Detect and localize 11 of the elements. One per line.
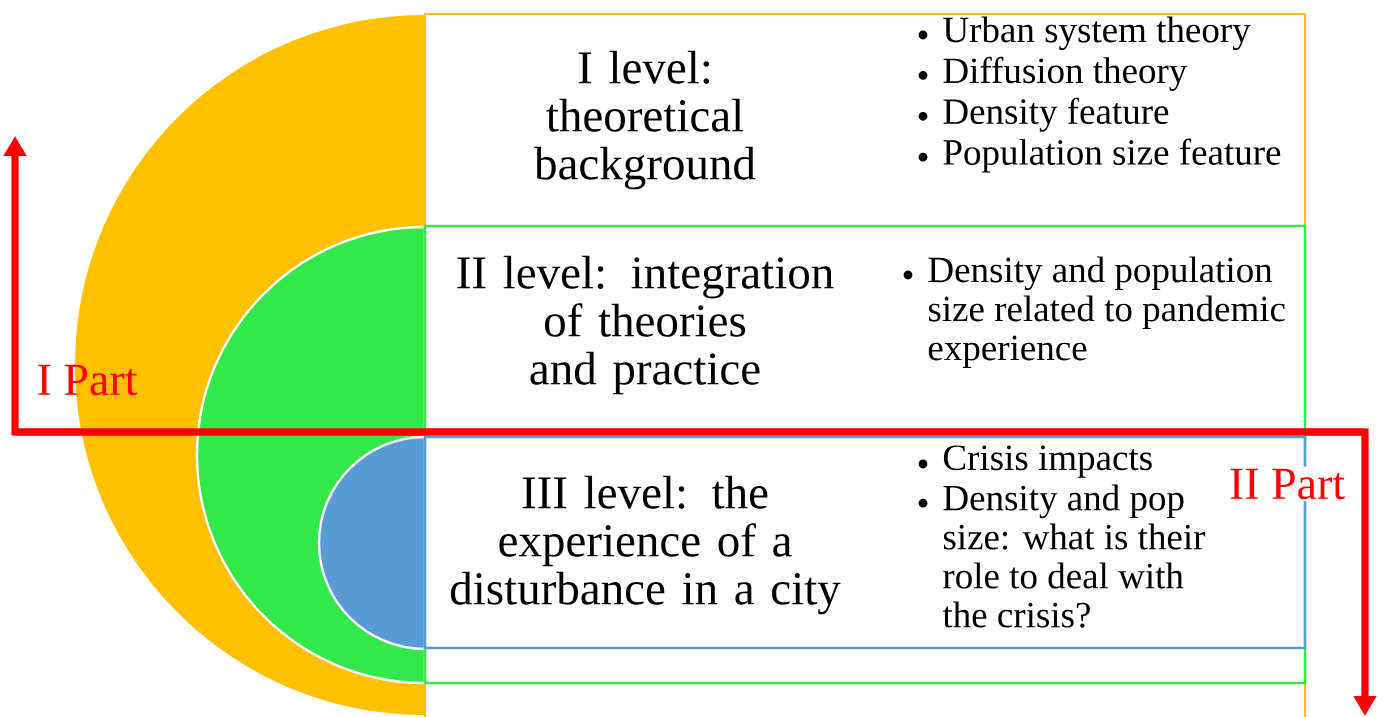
bullet-item: Urban system theory [918, 16, 1251, 51]
bullet-item: Crisis impacts [918, 445, 1152, 478]
level-heading: I level: theoretical background [534, 50, 756, 190]
bullet-item: Diffusion theory [918, 56, 1188, 91]
part-label: II Part [1226, 466, 1348, 502]
level-heading: III level: the experience of a disturbance in a city [450, 475, 841, 615]
bullet-item: Population size feature [918, 138, 1281, 173]
bullet-item: Density and population size related to pandemic experience [903, 256, 1285, 368]
bullet-item: Density feature [918, 97, 1169, 132]
level-heading: II level: integration of theories and practice [457, 255, 834, 395]
bullet-item: Density and pop size: what is their role to deal with the crisis? [918, 484, 1206, 628]
